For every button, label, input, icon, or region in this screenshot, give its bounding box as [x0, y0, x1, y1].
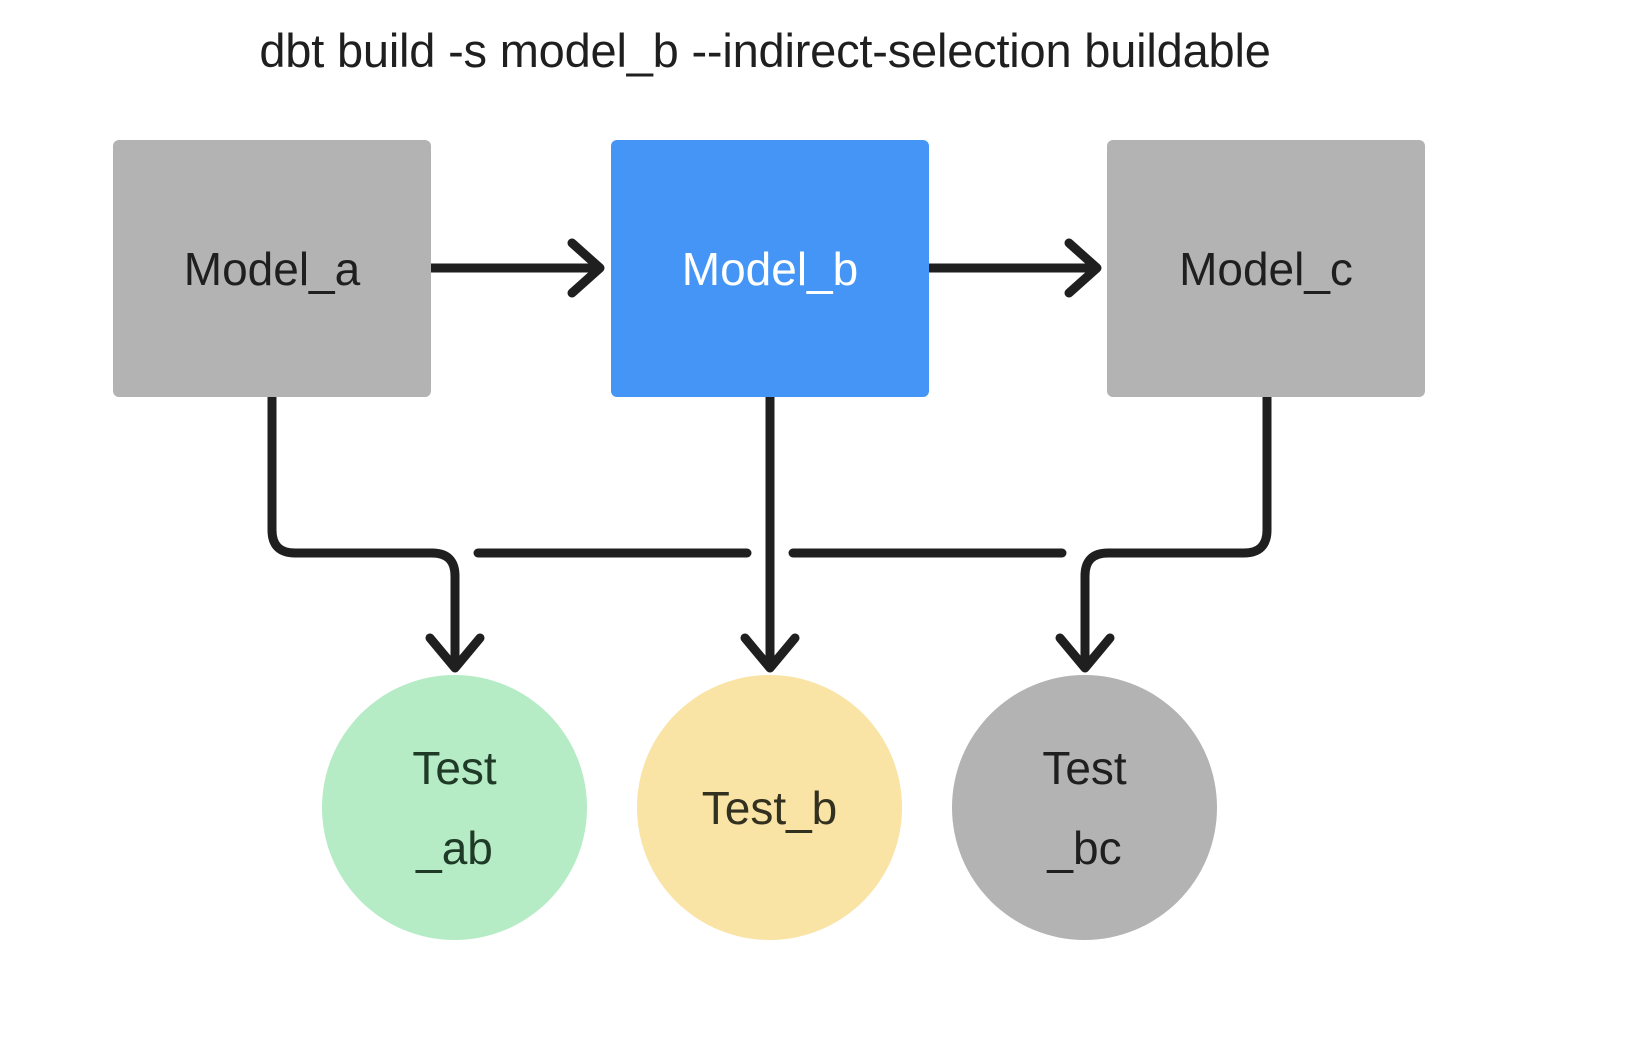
- edge-to-test-b-arrowhead: [740, 633, 800, 673]
- node-test-bc[interactable]: Test _bc: [952, 675, 1217, 940]
- edge-to-test-bc-arrowhead: [1055, 633, 1115, 673]
- edge-model-b-to-model-c-arrowhead: [1064, 238, 1102, 298]
- node-test-b[interactable]: Test_b: [637, 675, 902, 940]
- node-model-c[interactable]: Model_c: [1107, 140, 1425, 397]
- page-title: dbt build -s model_b --indirect-selectio…: [259, 24, 1271, 77]
- node-model-b[interactable]: Model_b: [611, 140, 929, 397]
- node-model-a-label: Model_a: [183, 242, 361, 295]
- node-model-a[interactable]: Model_a: [113, 140, 431, 397]
- node-test-ab[interactable]: Test _ab: [322, 675, 587, 940]
- node-test-bc-label: Test _bc: [1042, 741, 1127, 874]
- edge-to-test-ab-arrowhead: [425, 633, 485, 673]
- edge-model-c-to-test-bc: [1080, 392, 1272, 665]
- edge-model-a-to-model-b-arrowhead: [567, 238, 605, 298]
- edge-model-a-to-test-ab: [267, 392, 460, 665]
- node-test-ab-label: Test _ab: [412, 741, 497, 874]
- node-model-b-label: Model_b: [681, 242, 859, 295]
- node-model-c-label: Model_c: [1179, 242, 1353, 295]
- node-test-b-label: Test_b: [701, 781, 838, 834]
